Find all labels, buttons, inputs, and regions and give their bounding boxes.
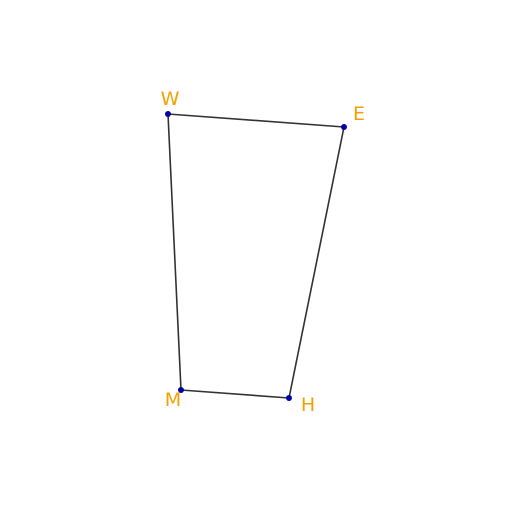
vertices-group (165, 111, 347, 401)
vertex-label-w: W (161, 88, 180, 110)
vertex-point-w (165, 111, 171, 117)
edges-group (167, 113, 345, 399)
edge-we (167, 113, 345, 128)
vertex-label-m: M (165, 389, 181, 411)
vertex-point-h (286, 395, 292, 401)
labels-group: W E H M (161, 88, 365, 416)
vertex-point-m (178, 387, 184, 393)
vertex-label-h: H (301, 394, 315, 416)
edge-eh (288, 126, 345, 399)
vertex-point-e (341, 124, 347, 130)
edge-hm (180, 389, 290, 399)
vertex-label-e: E (353, 103, 365, 125)
edge-mw (167, 113, 182, 391)
